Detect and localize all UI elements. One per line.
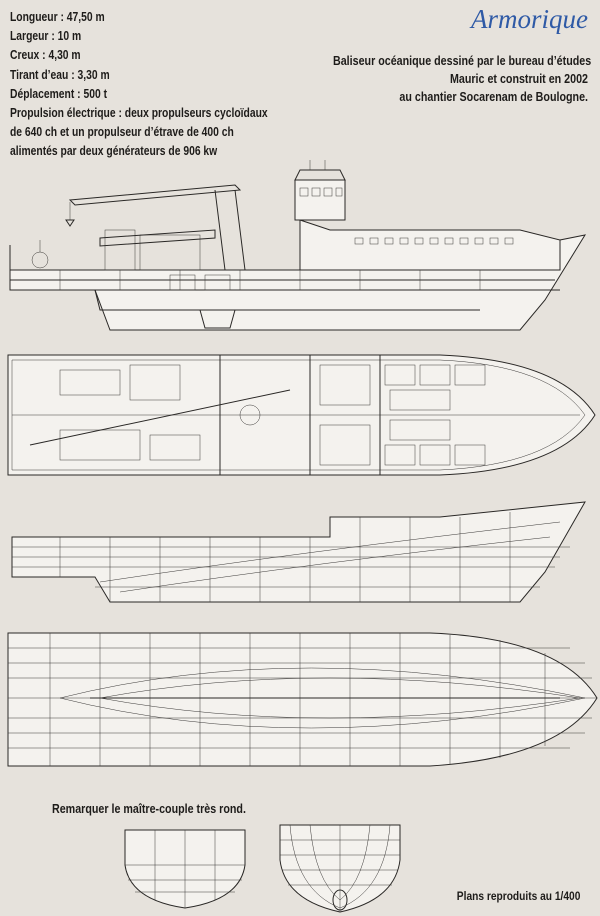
spec-value: 500 t xyxy=(83,86,108,101)
spec-label: Longueur : xyxy=(10,10,64,24)
deck-plan-drawing xyxy=(7,354,596,476)
spec-depth: Creux : 4,30 m xyxy=(10,46,256,65)
spec-label: Tirant d’eau : xyxy=(10,67,75,82)
midship-note: Remarquer le maître-couple très rond. xyxy=(52,802,246,816)
spec-label: Déplacement : xyxy=(10,86,81,101)
document-title: Armorique xyxy=(471,4,588,34)
propulsion-line: de 640 ch et un propulseur d’étrave de 4… xyxy=(10,125,234,140)
specifications: Longueur : 47,50 m Largeur : 10 m Creux … xyxy=(10,8,268,162)
spec-value: 4,30 m xyxy=(48,48,81,63)
spec-label: Largeur : xyxy=(10,29,55,44)
propulsion-line: alimentés par deux générateurs de 906 kw xyxy=(10,144,218,159)
profile-drawing xyxy=(9,160,587,331)
spec-draft: Tirant d’eau : 3,30 m xyxy=(10,66,256,85)
scale-note: Plans reproduits au 1/400 xyxy=(456,889,580,903)
description: Baliseur océanique dessiné par le bureau… xyxy=(333,52,592,106)
spec-displacement: Déplacement : 500 t xyxy=(10,85,256,104)
spec-value: 3,30 m xyxy=(77,67,110,82)
spec-value: 10 m xyxy=(57,29,82,44)
half-breadth-drawing xyxy=(7,632,598,767)
spec-length: Longueur : 47,50 m xyxy=(10,8,256,27)
spec-label: Creux : xyxy=(10,48,46,63)
spec-beam: Largeur : 10 m xyxy=(10,27,256,46)
propulsion-line: Propulsion électrique : deux propulseurs… xyxy=(10,106,268,121)
description-line: Baliseur océanique dessiné par le bureau… xyxy=(333,54,592,68)
spec-value: 47,50 m xyxy=(66,10,105,24)
description-line: Mauric et construit en 2002 xyxy=(449,72,588,86)
description-line: au chantier Socarenam de Boulogne. xyxy=(399,90,588,104)
body-plan-drawing xyxy=(124,824,401,913)
lines-profile-drawing xyxy=(11,501,586,603)
